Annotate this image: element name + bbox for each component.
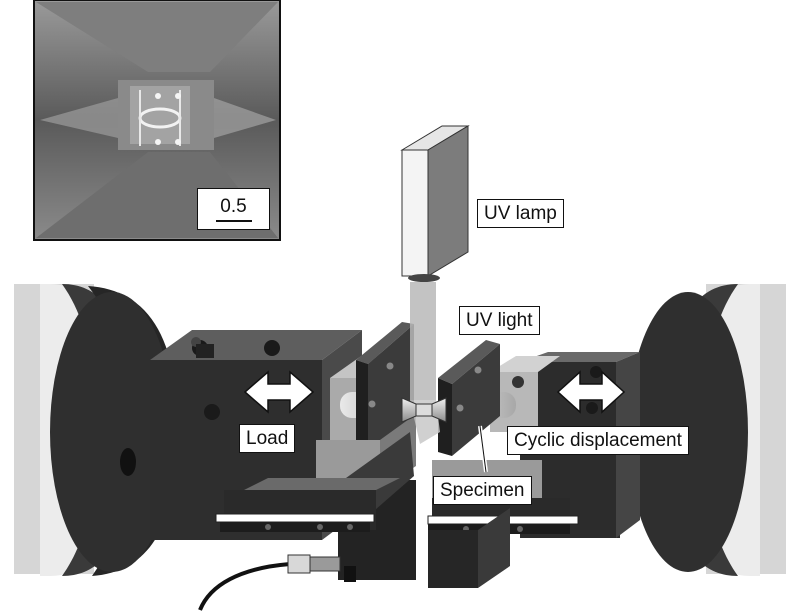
cable: [198, 554, 341, 611]
specimen-pointer: [478, 425, 488, 473]
uv-lamp: [400, 125, 470, 282]
uv-light-label: UV light: [459, 306, 540, 335]
left-actuator-housing: [14, 284, 178, 576]
left-base-plate: [215, 478, 400, 532]
specimen-label: Specimen: [433, 476, 532, 505]
uv-lamp-label: UV lamp: [477, 199, 564, 228]
specimen-micrograph-inset: [33, 0, 281, 241]
right-actuator-housing: [628, 284, 786, 576]
scale-bar-value: 0.5: [220, 195, 247, 217]
load-direction-arrow: [243, 370, 315, 414]
scale-bar: 0.5: [197, 188, 270, 230]
cyclic-displacement-label: Cyclic displacement: [507, 426, 689, 455]
scale-bar-line: [215, 219, 252, 222]
uv-light-beam: [410, 282, 440, 444]
displacement-direction-arrow: [556, 370, 626, 414]
load-label: Load: [239, 424, 296, 453]
specimen: [401, 397, 447, 423]
